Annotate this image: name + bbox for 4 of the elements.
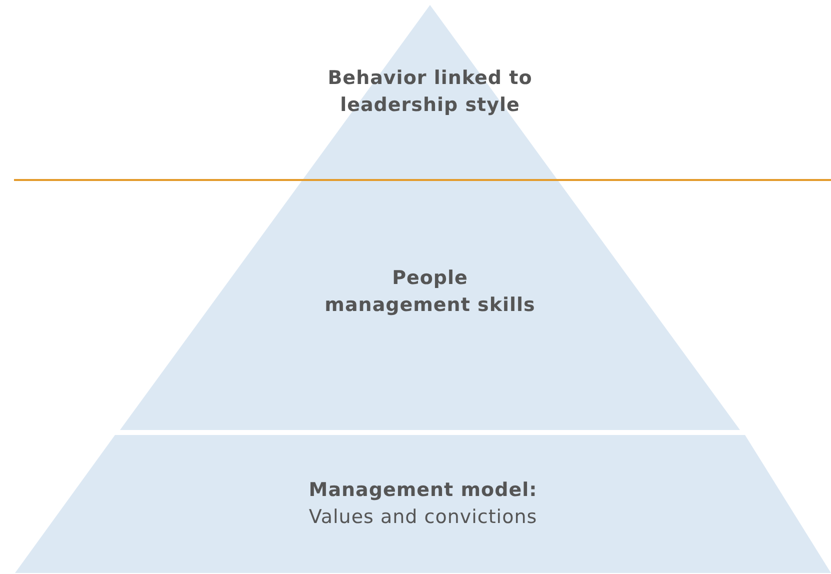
level-heading: People management skills — [324, 266, 536, 318]
level-description: Values and convictions — [308, 505, 538, 530]
level-heading: Management model: — [308, 478, 538, 503]
level-heading: Behavior linked to leadership style — [326, 66, 534, 118]
